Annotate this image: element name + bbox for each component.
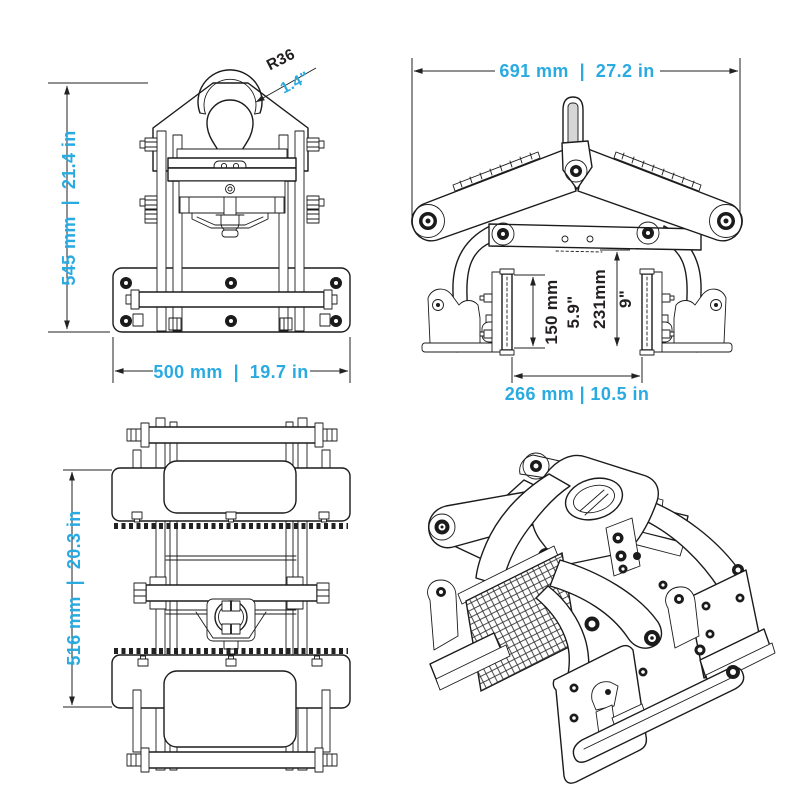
front-plate-details [120,277,342,331]
iso-front-foot [572,665,745,763]
top-lower-pad [163,670,297,748]
top-left-bottom-strap [132,689,142,753]
front-height-label: 545 mm | 21.4 in [59,130,79,285]
side-throat-in-label: 9" [616,290,635,308]
side-left-jaw [421,225,515,356]
side-left-arm [411,148,577,242]
side-beam [488,221,702,253]
top-upper-pad [163,460,297,514]
iso-center-bolts [612,532,676,602]
top-upper-edge-bolts [131,511,330,523]
side-throat-dimension: 231mm 9" [590,249,635,347]
front-height-dimension: 545 mm | 21.4 in [48,82,148,333]
top-lower-edge-bolts [137,655,323,667]
front-radius-callout: R36 1.4" [255,46,317,103]
front-view-drawing: R36 1.4" 545 mm | 21.4 in 500 mm | 19.7 … [48,46,351,383]
front-roller-bar [138,291,325,308]
top-depth-label: 516 mm | 20.3 in [64,510,84,665]
side-view-drawing: 691 mm | 27.2 in 150 mm 5.9" 231mm 9" 26… [411,58,744,404]
isometric-view-drawing [427,452,776,784]
side-opening-label: 266 mm | 10.5 in [505,384,650,404]
front-crossbar-assembly [167,148,297,238]
front-width-label: 500 mm | 19.7 in [153,362,308,382]
top-depth-dimension: 516 mm | 20.3 in [63,469,112,708]
side-pad-height-mm-label: 150 mm [542,279,561,344]
side-pad-height-in-label: 5.9" [564,296,583,329]
hook-wear-band-inner [203,78,257,115]
top-lower-roller [126,747,338,773]
top-crossbar [133,576,330,610]
top-upper-roller [126,422,338,448]
side-throat-mm-label: 231mm [590,269,609,329]
front-width-dimension: 500 mm | 19.7 in [112,337,351,383]
top-right-bottom-strap [321,689,331,753]
iso-curved-arm-rear [549,559,663,649]
side-pad-height-dimension: 150 mm 5.9" [514,274,583,349]
top-center-mechanism [195,598,267,655]
side-width-dimension: 691 mm | 27.2 in [413,61,739,81]
front-plate-bolts [120,277,342,327]
iso-lifting-eye [564,477,624,521]
side-pivot-housing [561,96,593,190]
front-columns [156,130,305,332]
hook-radius-mm-label: R36 [264,46,298,75]
front-side-bolts [139,137,325,224]
side-width-label: 691 mm | 27.2 in [499,61,654,81]
top-view-drawing: 516 mm | 20.3 in [63,417,351,773]
side-opening-dimension: 266 mm | 10.5 in [505,357,650,404]
